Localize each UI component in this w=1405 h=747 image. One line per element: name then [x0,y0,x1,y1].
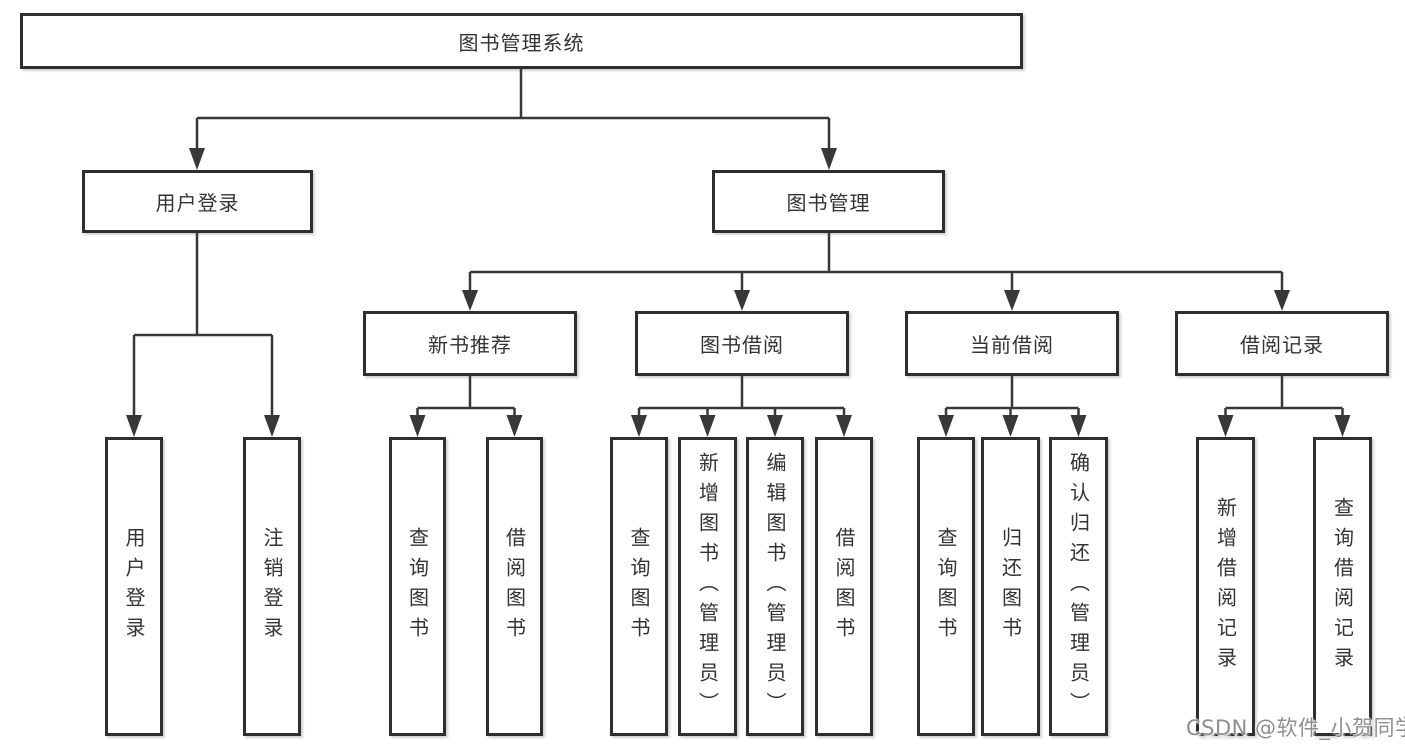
node-user-login: 用户登录 [82,170,313,233]
node-book-management-label: 图书管理 [786,191,871,215]
leaf-borrow-books-borrowing: 借阅图书 [815,437,873,736]
node-current-borrowing: 当前借阅 [905,311,1119,376]
leaf-user-login: 用户登录 [105,437,163,736]
node-borrowing-records-label: 借阅记录 [1240,333,1324,357]
leaf-add-borrow-record-label: 新增借阅记录 [1213,496,1238,677]
leaf-query-borrow-record-label: 查询借阅记录 [1330,496,1355,677]
csdn-watermark: CSDN @软件_小贺同学 [1186,716,1405,740]
leaf-confirm-return-admin-label: 确认归还（管理员） [1066,451,1091,722]
leaf-return-books: 归还图书 [981,437,1040,736]
node-library-system-label: 图书管理系统 [458,30,585,55]
leaf-borrow-books-recommend: 借阅图书 [486,437,543,736]
leaf-add-borrow-record: 新增借阅记录 [1196,437,1255,736]
node-library-system: 图书管理系统 [20,13,1023,69]
leaf-borrow-books-recommend-label: 借阅图书 [502,526,527,647]
leaf-edit-books-admin: 编辑图书（管理员） [746,437,804,736]
leaf-query-borrow-record: 查询借阅记录 [1313,437,1372,736]
leaf-edit-books-admin-label: 编辑图书（管理员） [763,451,787,722]
leaf-query-books-borrowing: 查询图书 [610,437,668,736]
node-book-borrowing: 图书借阅 [635,311,849,376]
leaf-logout-login-label: 注销登录 [260,526,284,647]
leaf-logout-login: 注销登录 [243,437,301,736]
leaf-user-login-label: 用户登录 [122,526,146,647]
leaf-return-books-label: 归还图书 [998,526,1023,647]
leaf-query-books-current-label: 查询图书 [934,526,958,647]
leaf-add-books-admin: 新增图书（管理员） [678,437,737,736]
node-user-login-label: 用户登录 [155,191,240,215]
node-current-borrowing-label: 当前借阅 [970,333,1054,357]
node-new-book-recommend: 新书推荐 [363,311,577,376]
node-borrowing-records: 借阅记录 [1175,311,1389,376]
node-new-book-recommend-label: 新书推荐 [428,333,512,357]
leaf-query-books-current: 查询图书 [917,437,975,736]
leaf-confirm-return-admin: 确认归还（管理员） [1049,437,1108,736]
leaf-query-books-recommend-label: 查询图书 [405,526,430,647]
node-book-management: 图书管理 [712,170,945,233]
leaf-add-books-admin-label: 新增图书（管理员） [695,451,720,722]
leaf-query-books-recommend: 查询图书 [389,437,446,736]
node-book-borrowing-label: 图书借阅 [700,333,784,357]
leaf-borrow-books-borrowing-label: 借阅图书 [832,526,856,647]
leaf-query-books-borrowing-label: 查询图书 [627,526,651,647]
